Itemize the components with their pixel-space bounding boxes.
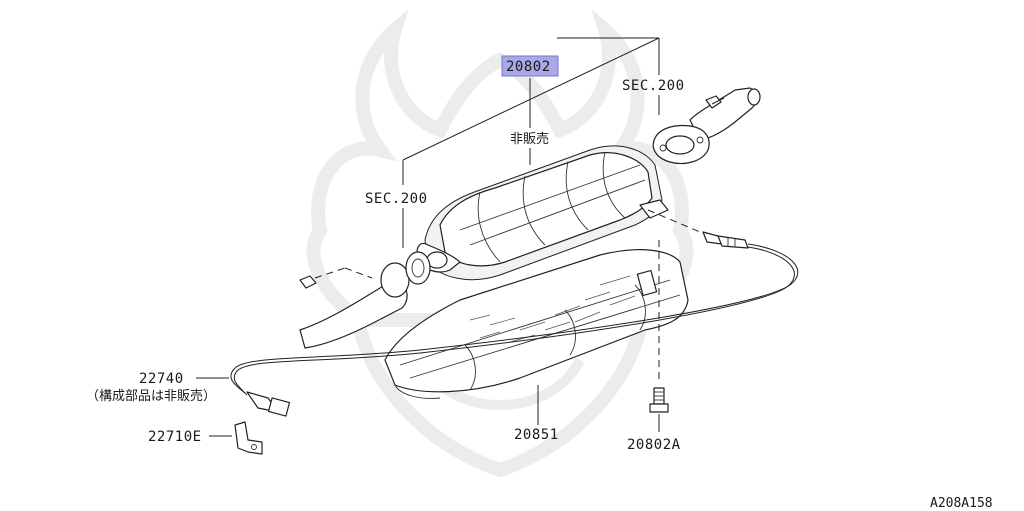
bolt-icon-left [299, 267, 373, 289]
part-label-22740[interactable]: 22740 [139, 371, 184, 387]
selected-part-highlight[interactable] [501, 55, 559, 77]
bracket-22710e [234, 421, 263, 455]
oxygen-sensor [230, 231, 799, 417]
front-exhaust-pipe [652, 87, 761, 165]
sensor-guide-line [647, 209, 701, 233]
part-label-20802a[interactable]: 20802A [627, 437, 681, 453]
heat-insulator [384, 249, 689, 399]
part-label-22710e[interactable]: 22710E [148, 429, 202, 445]
part-note-22740: （構成部品は非販売） [86, 388, 216, 404]
rear-exhaust-pipe [299, 251, 431, 349]
part-label-20851[interactable]: 20851 [514, 427, 559, 443]
section-ref-left[interactable]: SEC.200 [365, 191, 428, 207]
bolt-20802a-icon [649, 387, 669, 413]
callout-frame-20802 [402, 37, 660, 248]
not-for-sale-label: 非販売 [510, 131, 549, 147]
bolt-icon [705, 95, 725, 109]
catalytic-converter [416, 145, 669, 281]
diagram-id: A208A158 [930, 496, 993, 511]
part-label-20802[interactable]: 20802 [506, 59, 551, 75]
section-ref-right[interactable]: SEC.200 [622, 78, 685, 94]
